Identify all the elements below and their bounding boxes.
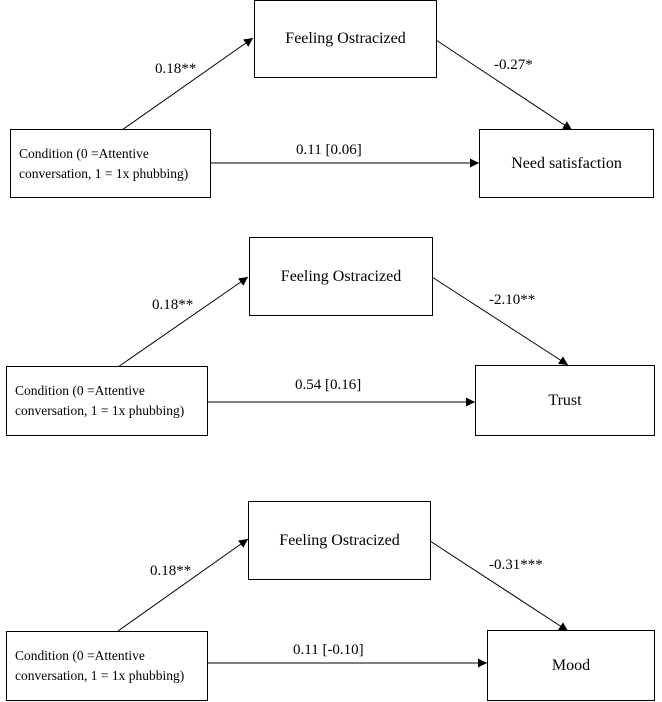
mediator-label: Feeling Ostracized: [280, 267, 402, 285]
condition-label-line1: Condition (0 =Attentive: [15, 383, 145, 399]
mediator-box: Feeling Ostracized: [249, 237, 433, 316]
outcome-label: Need satisfaction: [511, 154, 622, 172]
condition-box: Condition (0 =Attentive conversation, 1 …: [6, 366, 208, 436]
b-path-arrow: [429, 540, 569, 632]
a-path-coefficient: 0.18**: [155, 61, 197, 77]
condition-label-line2: conversation, 1 = 1x phubbing): [15, 403, 185, 418]
path-arrows: [121, 37, 573, 168]
mediator-box: Feeling Ostracized: [248, 501, 431, 580]
mediation-panel-trust: Condition (0 =Attentive conversation, 1 …: [0, 237, 662, 437]
path-arrows: [117, 538, 569, 668]
a-path-coefficient: 0.18**: [152, 297, 194, 313]
c-path-coefficient: 0.11 [-0.10]: [293, 642, 364, 658]
outcome-label: Trust: [548, 391, 582, 409]
condition-box: Condition (0 =Attentive conversation, 1 …: [6, 631, 208, 701]
condition-box: Condition (0 =Attentive conversation, 1 …: [10, 129, 211, 198]
outcome-box: Mood: [487, 630, 655, 701]
condition-label-line2: conversation, 1 = 1x phubbing): [15, 668, 185, 683]
b-path-coefficient: -0.31***: [489, 557, 543, 573]
mediation-panel-mood: Condition (0 =Attentive conversation, 1 …: [0, 501, 662, 702]
c-path-coefficient: 0.11 [0.06]: [296, 142, 362, 158]
mediation-panel-need-satisfaction: Condition (0 =Attentive conversation, 1 …: [0, 0, 662, 200]
b-path-coefficient: -0.27*: [494, 57, 533, 73]
b-path-coefficient: -2.10**: [489, 292, 536, 308]
outcome-box: Trust: [475, 365, 655, 436]
mediator-label: Feeling Ostracized: [279, 531, 400, 549]
condition-label-line2: conversation, 1 = 1x phubbing): [19, 165, 189, 181]
path-arrows: [117, 276, 569, 407]
condition-label-line1: Condition (0 =Attentive: [15, 648, 145, 664]
a-path-arrow: [117, 276, 249, 368]
c-path-coefficient: 0.54 [0.16]: [295, 377, 362, 393]
mediator-label: Feeling Ostracized: [285, 30, 406, 47]
condition-label-line1: Condition (0 =Attentive: [19, 145, 149, 161]
b-path-arrow: [435, 39, 573, 131]
a-path-arrow: [121, 37, 254, 131]
a-path-arrow: [117, 538, 249, 632]
outcome-label: Mood: [551, 656, 591, 674]
mediator-box: Feeling Ostracized: [254, 0, 437, 78]
outcome-box: Need satisfaction: [479, 129, 654, 198]
b-path-arrow: [431, 276, 569, 366]
a-path-coefficient: 0.18**: [150, 563, 192, 579]
